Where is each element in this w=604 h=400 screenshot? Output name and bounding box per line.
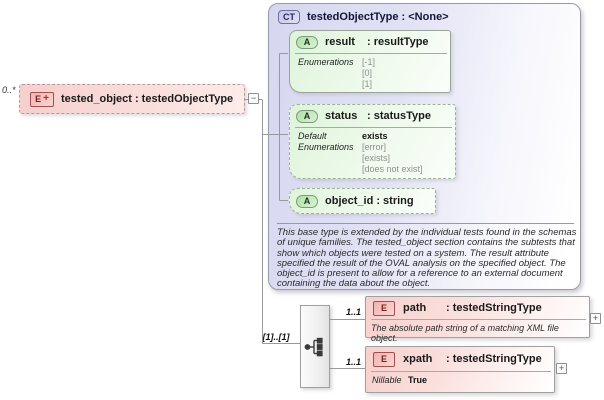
nillable-value: True xyxy=(408,375,428,385)
expand-icon[interactable]: + xyxy=(556,363,567,374)
enumerations-label: Enumerations xyxy=(298,142,354,152)
expand-icon[interactable]: + xyxy=(590,313,601,324)
element-icon: E xyxy=(373,300,395,316)
complex-type-box[interactable]: CT testedObjectType : <None> A result : … xyxy=(268,3,581,290)
attribute-status-type: : statusType xyxy=(367,110,431,122)
path-cardinality: 1..1 xyxy=(346,307,362,317)
enum-value: [1] xyxy=(362,79,373,89)
attribute-object-id-name: object_id : string xyxy=(325,195,414,207)
sequence-compositor[interactable] xyxy=(300,305,330,388)
collapse-icon[interactable]: − xyxy=(248,93,259,104)
xpath-element-box[interactable]: E xpath : testedStringType Nillable True xyxy=(365,346,555,393)
enum-value: [-1] xyxy=(362,57,376,67)
sequence-icon xyxy=(304,337,323,356)
attribute-icon: A xyxy=(296,194,318,208)
attribute-status-name: status xyxy=(325,110,358,122)
tested-object-element-box[interactable]: E+ tested_object : testedObjectType xyxy=(19,84,245,114)
attribute-result-box[interactable]: A result : resultType Enumerations [-1] … xyxy=(289,30,451,93)
path-documentation: The absolute path string of a matching X… xyxy=(371,323,559,343)
attribute-icon: A xyxy=(296,35,318,49)
nillable-label: Nillable xyxy=(372,375,402,385)
default-value: exists xyxy=(362,131,388,141)
documentation-divider xyxy=(277,223,574,224)
xpath-name: xpath xyxy=(403,353,433,365)
attribute-result-name: result xyxy=(325,36,355,48)
path-type: : testedStringType xyxy=(446,302,542,314)
enum-value: [does not exist] xyxy=(362,164,423,174)
enumerations-label: Enumerations xyxy=(298,57,354,67)
divider xyxy=(295,53,447,54)
divider xyxy=(371,371,551,372)
divider xyxy=(295,127,452,128)
tested-object-label: tested_object : testedObjectType xyxy=(61,93,234,105)
divider xyxy=(371,319,586,320)
attribute-result-type: : resultType xyxy=(367,36,429,48)
attribute-status-box[interactable]: A status : statusType Default exists Enu… xyxy=(289,104,456,179)
path-name: path xyxy=(403,302,427,314)
element-plus-icon: E+ xyxy=(30,91,54,107)
element-cardinality: 0..* xyxy=(2,85,16,95)
complex-type-documentation: This base type is extended by the indivi… xyxy=(277,227,577,290)
sequence-cardinality: [1]..[1] xyxy=(262,332,290,342)
xpath-type: : testedStringType xyxy=(446,353,542,365)
complex-type-header: CT testedObjectType : <None> xyxy=(278,10,449,24)
element-icon: E xyxy=(373,351,395,367)
complex-type-title: testedObjectType : <None> xyxy=(307,11,449,23)
path-element-box[interactable]: E path : testedStringType The absolute p… xyxy=(365,296,590,343)
attribute-icon: A xyxy=(296,109,318,123)
attribute-object-id-box[interactable]: A object_id : string xyxy=(289,188,436,214)
complex-type-icon: CT xyxy=(278,10,300,24)
xpath-cardinality: 1..1 xyxy=(346,357,362,367)
enum-value: [exists] xyxy=(362,153,391,163)
enum-value: [0] xyxy=(362,68,373,78)
enum-value: [error] xyxy=(362,142,387,152)
default-label: Default xyxy=(298,131,327,141)
